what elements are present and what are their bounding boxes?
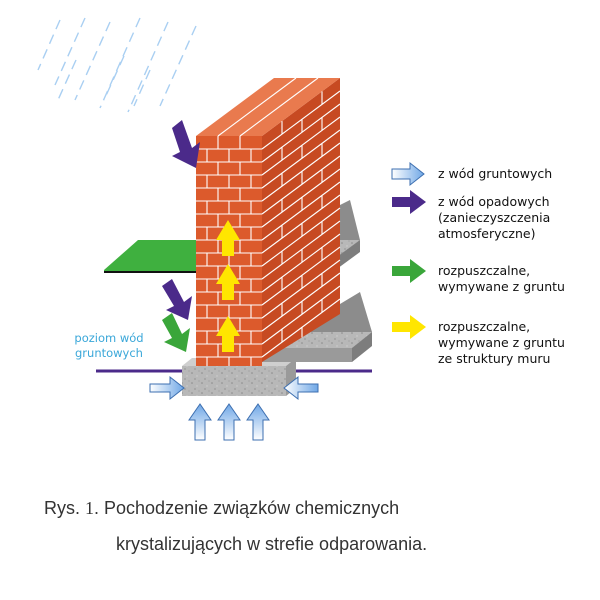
- legend-soil-icon: [392, 259, 426, 283]
- legend-wall-icon: [392, 315, 426, 339]
- groundwater-arrow-left-icon: [149, 375, 185, 401]
- caption-line-2: krystalizujących w strefie odparowania.: [116, 534, 428, 554]
- groundwater-level-label: poziom wód gruntowych: [74, 331, 144, 360]
- legend-rainwater-text: z wód opadowych (zanieczyszczenia atmosf…: [438, 194, 551, 241]
- soil-arrow-icon: [162, 313, 190, 352]
- groundwater-arrow-right-icon: [283, 375, 319, 401]
- caption-prefix: Rys.: [44, 498, 80, 518]
- caption-line-1: Rys. 1. Pochodzenie związków chemicznych: [44, 496, 399, 520]
- legend-rainwater-icon: [392, 190, 426, 214]
- rain-arrow-lower-icon: [162, 279, 192, 320]
- legend-groundwater-icon: [391, 161, 425, 187]
- caption-number: 1: [85, 498, 95, 518]
- legend-wall-text: rozpuszczalne, wymywane z gruntu ze stru…: [438, 319, 565, 366]
- soil-surface: [104, 240, 200, 272]
- brick-wall: [196, 77, 341, 366]
- groundwater-arrows-up: [188, 403, 270, 441]
- legend-groundwater-text: z wód gruntowych: [438, 166, 553, 181]
- yellow-arrows: [216, 220, 240, 352]
- rain-icon: [37, 17, 197, 113]
- caption-title: . Pochodzenie związków chemicznych: [94, 498, 400, 518]
- legend-soil-text: rozpuszczalne, wymywane z gruntu: [438, 263, 565, 294]
- rain-arrow-icon: [172, 120, 200, 168]
